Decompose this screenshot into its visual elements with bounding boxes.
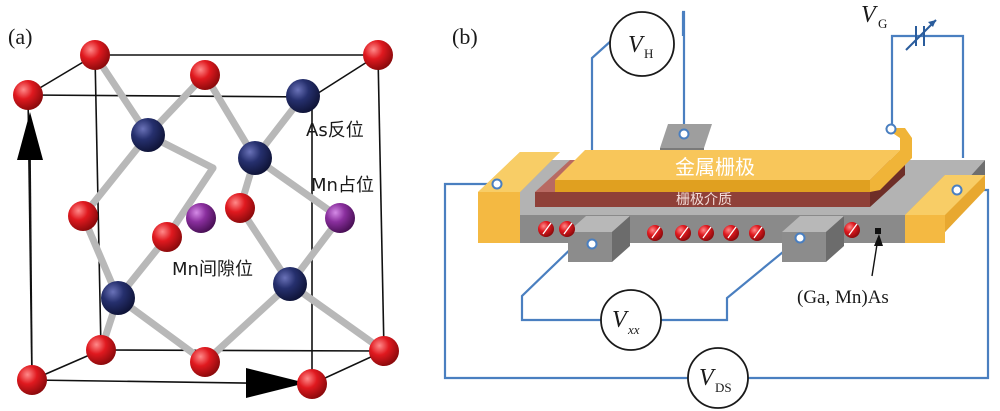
label-as-antisite: As反位 <box>306 120 364 141</box>
panel-b-label: (b) <box>452 24 478 49</box>
as-atoms <box>13 40 399 399</box>
wire-junctions <box>491 123 963 250</box>
gate-metal-front <box>555 180 870 192</box>
label-mn-interstitial: Mn间隙位 <box>172 259 253 280</box>
as-atom <box>80 40 110 70</box>
svg-text:DS: DS <box>715 380 732 395</box>
mn-atoms <box>186 203 355 233</box>
svg-text:xx: xx <box>627 322 640 337</box>
ga-atom <box>101 281 135 315</box>
as-atom <box>86 335 116 365</box>
svg-text:V: V <box>612 307 629 333</box>
channel-pointer <box>871 234 883 277</box>
up-arrow-icon <box>17 112 43 160</box>
wires <box>443 10 990 380</box>
as-atom <box>68 201 98 231</box>
label-mn-substitutional: Mn占位 <box>311 175 374 196</box>
ga-atom <box>238 141 272 175</box>
mn-substitutional-atom <box>325 203 355 233</box>
as-atom <box>363 40 393 70</box>
meter-longitudinal: V xx <box>600 289 662 351</box>
panel-b: (b) <box>443 2 990 409</box>
as-antisite-atom <box>286 79 320 113</box>
label-gate-metal: 金属栅极 <box>675 155 755 179</box>
dielectric-front <box>535 192 870 207</box>
svg-text:V: V <box>861 2 878 28</box>
as-atom <box>17 365 47 395</box>
ga-atoms <box>101 79 320 315</box>
as-atom <box>152 222 182 252</box>
gate-metal-top <box>555 150 900 180</box>
svg-text:V: V <box>628 32 645 58</box>
as-atom <box>190 347 220 377</box>
meter-drain-source: V DS <box>687 347 749 409</box>
label-gate-dielectric: 栅极介质 <box>676 192 732 208</box>
as-atom <box>369 336 399 366</box>
svg-text:V: V <box>699 365 716 391</box>
as-atom <box>13 80 43 110</box>
ga-atom <box>273 267 307 301</box>
svg-text:G: G <box>878 16 887 31</box>
spins <box>538 221 860 241</box>
device <box>478 124 985 262</box>
ga-atom <box>131 118 165 152</box>
as-atom <box>225 193 255 223</box>
mn-interstitial-atom <box>186 203 216 233</box>
meter-hall: V H <box>609 11 675 77</box>
svg-text:H: H <box>644 46 653 61</box>
label-channel: (Ga, Mn)As <box>797 287 889 308</box>
panel-a-label: (a) <box>8 24 32 49</box>
meter-gate: V G <box>861 2 887 31</box>
right-arrow-icon <box>246 368 306 398</box>
as-atom <box>190 60 220 90</box>
gate-capacitor-icon <box>905 19 937 51</box>
axis-arrows <box>17 112 306 398</box>
panel-a: (a) <box>8 24 399 399</box>
as-atom <box>297 369 327 399</box>
